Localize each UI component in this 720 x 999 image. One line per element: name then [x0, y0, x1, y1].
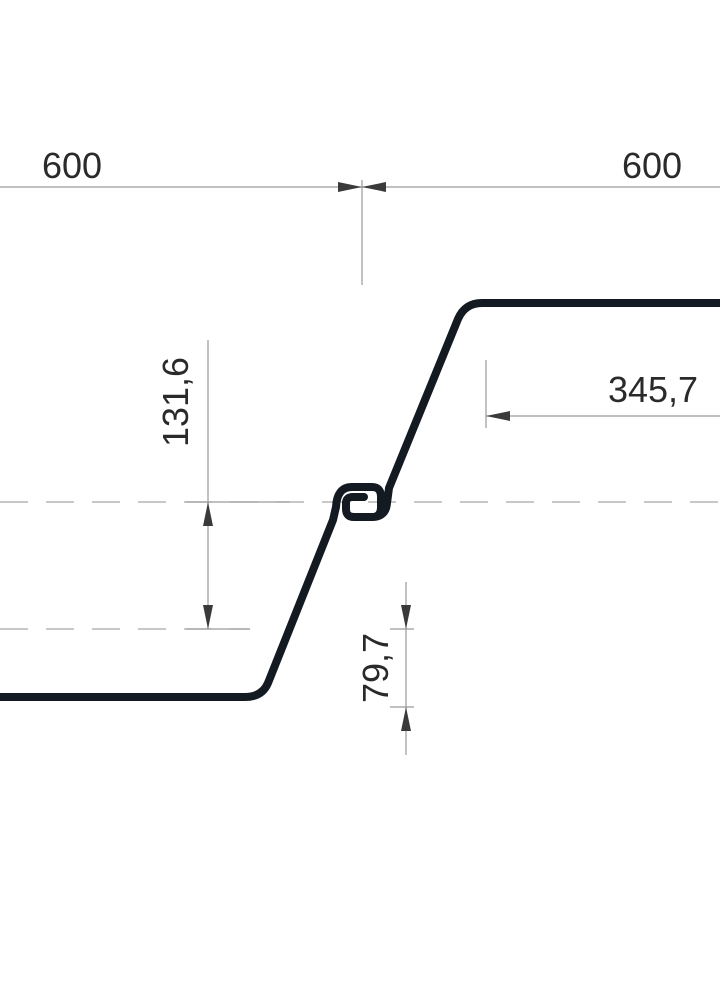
width-left-label: 600: [42, 145, 102, 186]
width-arrow-right: [362, 182, 386, 192]
width-dimension: 600 600: [0, 145, 720, 285]
width-right-label: 600: [622, 145, 682, 186]
height-upper-arrow-bottom: [203, 605, 213, 629]
height-lower-label: 79,7: [355, 633, 396, 703]
height-upper-arrow-top: [203, 502, 213, 526]
height-upper-label: 131,6: [155, 357, 196, 447]
height-lower-arrow-bottom: [401, 707, 411, 731]
height-lower-dimension: 79,7: [355, 582, 414, 755]
flange-offset-arrow: [486, 411, 510, 421]
height-upper-dimension: 131,6: [155, 340, 290, 630]
flange-offset-label: 345,7: [608, 369, 698, 410]
height-lower-arrow-top: [401, 605, 411, 629]
flange-offset-dimension: 345,7: [485, 360, 720, 428]
width-arrow-left: [338, 182, 362, 192]
sheet-pile-profile: [0, 299, 720, 701]
